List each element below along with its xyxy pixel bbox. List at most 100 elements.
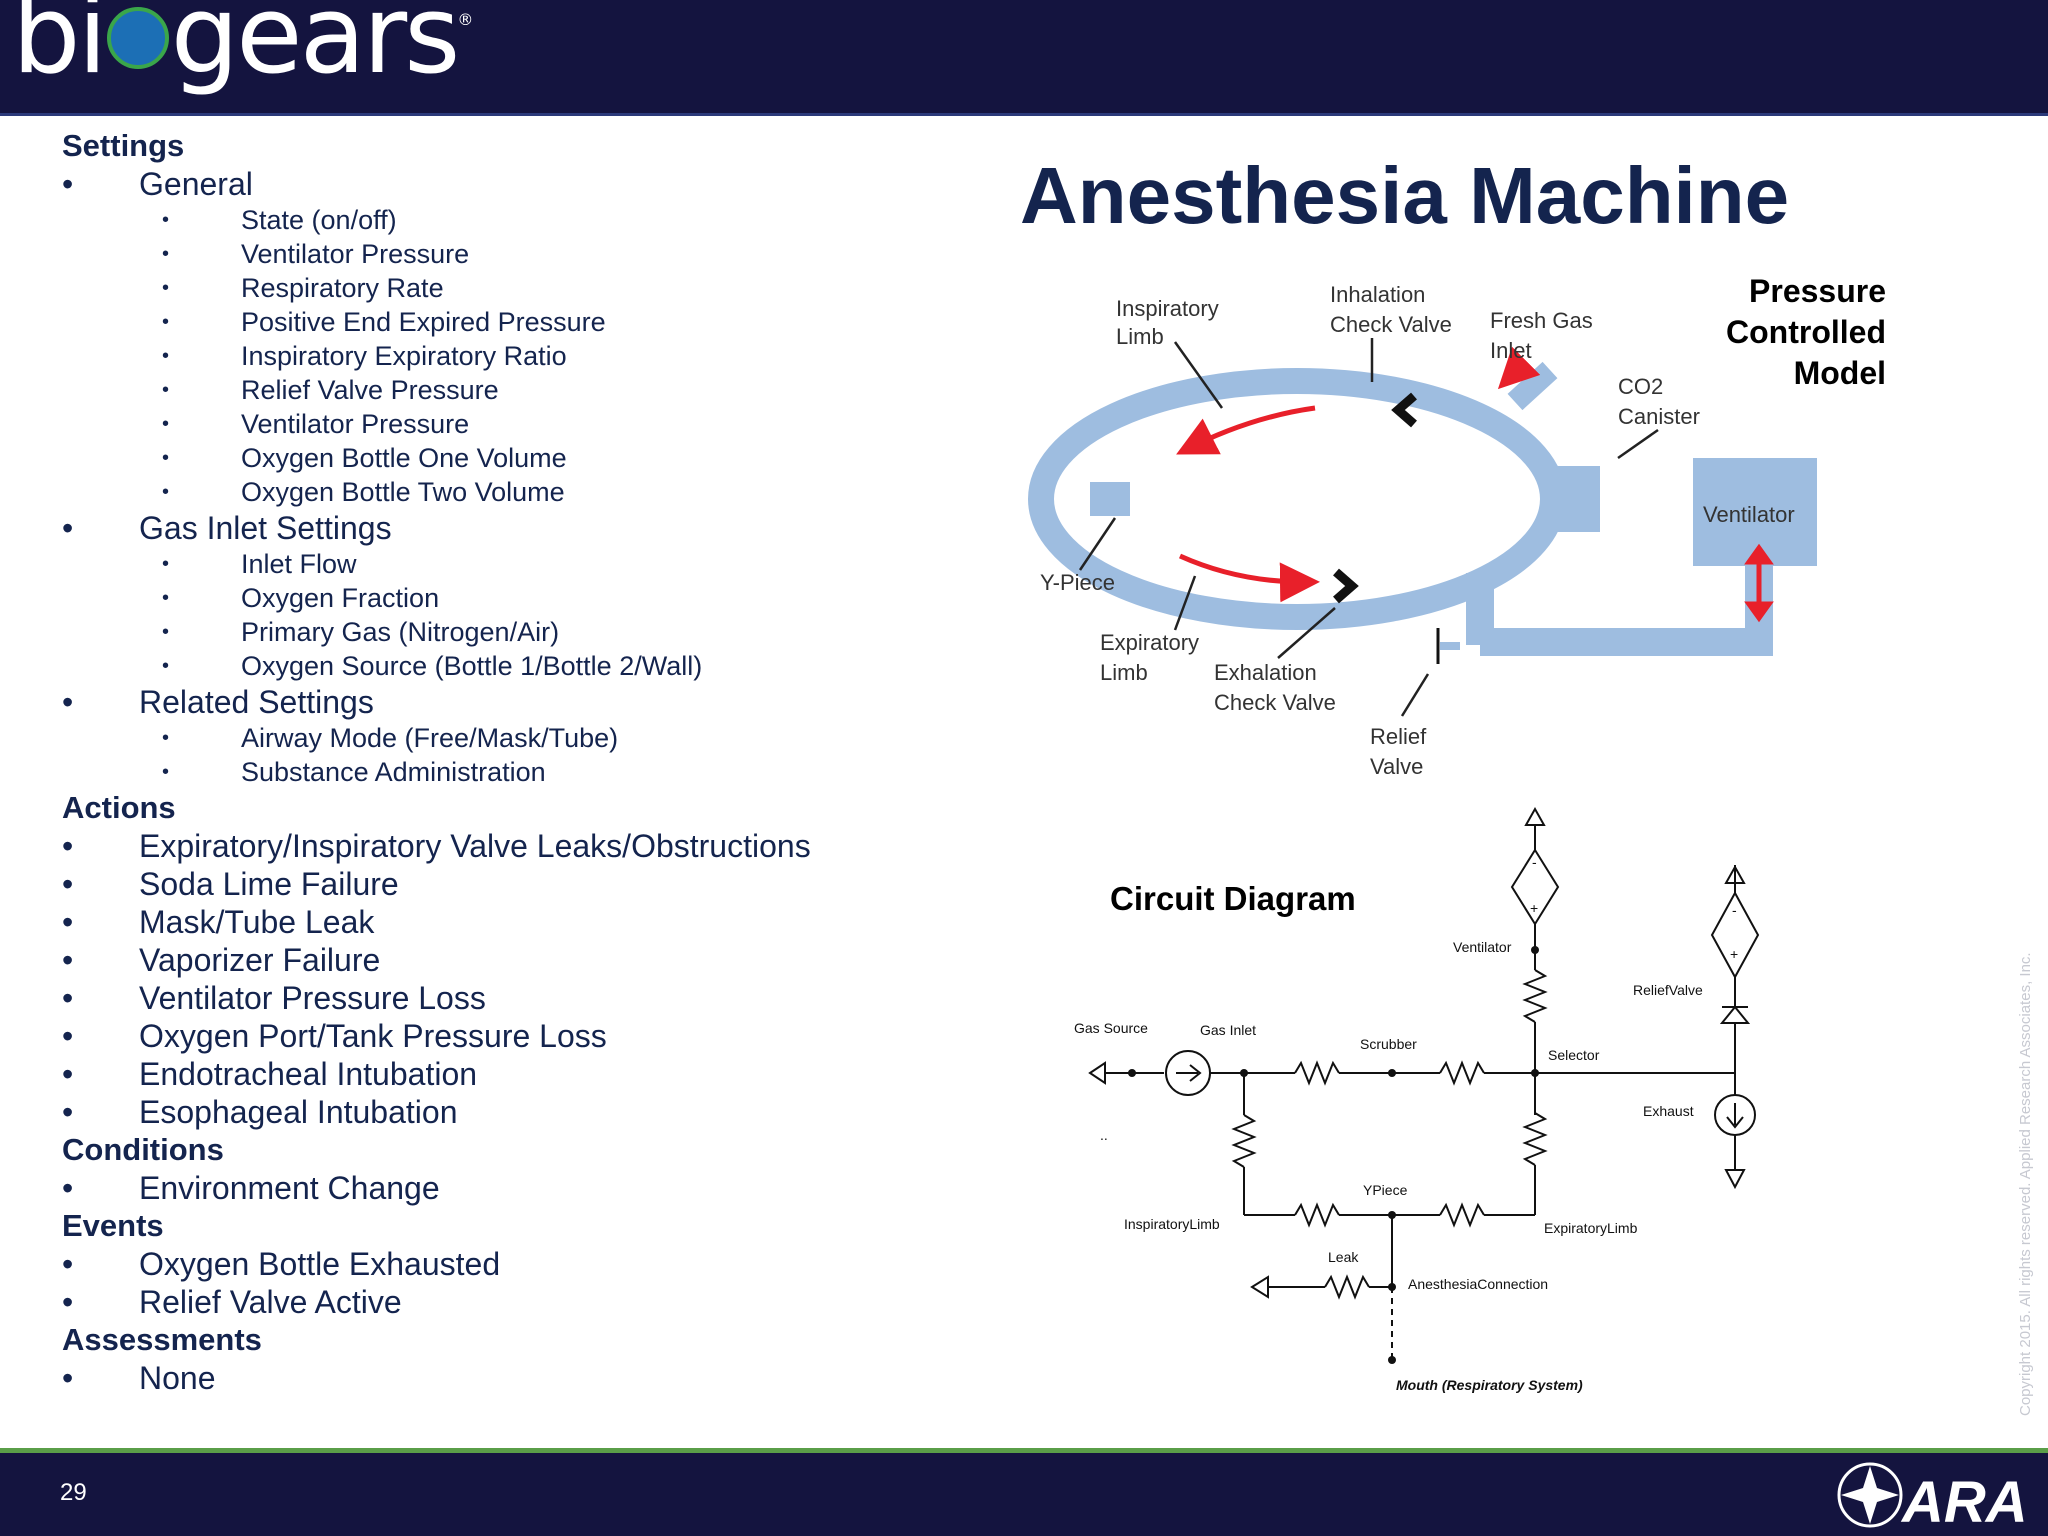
outline-subitem: •Oxygen Bottle One Volume [62, 441, 962, 475]
scrubber-resistor [1294, 1060, 1340, 1086]
bullet-icon: • [162, 447, 170, 469]
page-number: 29 [60, 1479, 87, 1506]
bullet-icon: • [62, 1360, 74, 1396]
bullet-icon: • [162, 413, 170, 435]
outline-item: • Oxygen Bottle Exhausted [62, 1245, 962, 1283]
relief-diode-icon [1719, 1005, 1751, 1024]
label-expiratory-limb: Expiratory [1100, 630, 1199, 655]
outline-item-text: Esophageal Intubation [139, 1094, 458, 1130]
flow-arrow-icon [1176, 405, 1316, 455]
bullet-icon: • [162, 209, 170, 231]
outline-item: •Relief Valve Active [62, 1283, 962, 1321]
circuit-label-mouth: Mouth (Respiratory System) [1396, 1377, 1583, 1393]
bullet-icon: • [62, 684, 74, 720]
compass-icon [1837, 1462, 1903, 1528]
outline-item: • Esophageal Intubation [62, 1093, 962, 1131]
label-inspiratory-limb: Inspiratory [1116, 296, 1219, 321]
label-fresh-gas-inlet: Inlet [1490, 338, 1532, 363]
outline-item-text: Expiratory/Inspiratory Valve Leaks/Obstr… [139, 828, 811, 864]
label-exhalation-check-valve: Check Valve [1214, 690, 1336, 715]
model-label: Pressure Controlled Model [1726, 271, 1886, 394]
logo-text-bi: bi [12, 0, 108, 98]
outline-subitem: •Primary Gas (Nitrogen/Air) [62, 615, 962, 649]
source-sign: - [1532, 854, 1537, 870]
ara-logo-text: ARA [1900, 1470, 2028, 1532]
bullet-icon: • [62, 1246, 74, 1282]
bullet-icon: • [62, 866, 74, 902]
outline-item: •Soda Lime Failure [62, 865, 962, 903]
fresh-gas-tube [1507, 361, 1558, 411]
leader-line [1173, 575, 1197, 631]
outline-item-text: Environment Change [139, 1170, 440, 1206]
outline-subitem: •Positive End Expired Pressure [62, 305, 962, 339]
circuit-label-inspiratory-limb: InspiratoryLimb [1124, 1216, 1220, 1232]
outline-subitem: •Inspiratory Expiratory Ratio [62, 339, 962, 373]
ventilator-arrow-head-icon [1744, 543, 1774, 565]
node-dot [1388, 1356, 1396, 1364]
bullet-icon: • [162, 345, 170, 367]
model-label-line: Pressure [1749, 273, 1886, 309]
source-sign: + [1530, 900, 1538, 916]
circuit-label-exhaust: Exhaust [1643, 1103, 1694, 1119]
outline-item-text: None [139, 1360, 216, 1396]
logo-text-gears: gears [170, 0, 461, 98]
ventilator-triangle-icon [1524, 806, 1546, 826]
outline-subitem-text: Oxygen Bottle Two Volume [241, 477, 565, 507]
bullet-icon: • [62, 980, 74, 1016]
circuit-label-selector: Selector [1548, 1047, 1600, 1063]
y-piece-stub [1090, 482, 1130, 516]
bullet-icon: • [162, 311, 170, 333]
outline-subitem: •Respiratory Rate [62, 271, 962, 305]
outline-item: • Ventilator Pressure Loss [62, 979, 962, 1017]
label-inspiratory-limb: Limb [1116, 324, 1164, 349]
source-sign: + [1730, 946, 1738, 962]
flow-arrow-icon [1178, 553, 1320, 603]
outline-item-text: Ventilator Pressure Loss [139, 980, 486, 1016]
circuit-label-y-piece: YPiece [1363, 1182, 1408, 1198]
section-heading-assessments: Assessments [62, 1322, 262, 1357]
circuit-label-scrubber: Scrubber [1360, 1036, 1417, 1052]
label-relief-valve: Valve [1370, 754, 1423, 779]
inspiratory-limb-resistor [1294, 1202, 1340, 1228]
node-dot [1531, 946, 1539, 954]
circuit-label-anesthesia-connection: AnesthesiaConnection [1408, 1276, 1548, 1292]
outline-item-text: Oxygen Bottle Exhausted [139, 1246, 501, 1282]
machine-diagram: Inspiratory Limb Inhalation Check Valve … [1028, 282, 1817, 779]
bullet-icon: • [62, 1094, 74, 1130]
outline-subitem-text: Respiratory Rate [241, 273, 444, 303]
outline-item-text: Mask/Tube Leak [139, 904, 375, 940]
node-dot [1388, 1283, 1396, 1291]
circuit-label-leak: Leak [1328, 1249, 1359, 1265]
leader-line [1400, 673, 1430, 717]
bullet-icon: • [62, 904, 74, 940]
flow-arrow-icon [1497, 346, 1541, 390]
outline-item: •Endotracheal Intubation [62, 1055, 962, 1093]
node-dot [1531, 1069, 1539, 1077]
circuit-label-relief-valve: ReliefValve [1633, 982, 1703, 998]
outline-item: • None [62, 1359, 962, 1397]
outline-item: •Environment Change [62, 1169, 962, 1207]
bullet-icon: • [162, 379, 170, 401]
scrubber-resistor [1439, 1060, 1485, 1086]
bullet-icon: • [62, 166, 74, 202]
circuit-label-gas-source: Gas Source [1074, 1020, 1148, 1036]
compass-star-icon [1841, 1466, 1899, 1524]
outline-subitem: • Ventilator Pressure [62, 407, 962, 441]
section-heading-events: Events [62, 1208, 164, 1243]
leader-line [1277, 607, 1336, 659]
leader-line [1173, 341, 1224, 409]
outline-subitem-text: Oxygen Fraction [241, 583, 440, 613]
node-dot [1240, 1069, 1248, 1077]
section-heading-actions: Actions [62, 790, 176, 825]
bullet-icon: • [62, 1056, 74, 1092]
model-label-line: Controlled [1726, 314, 1886, 350]
bullet-icon: • [62, 942, 74, 978]
outline-subitem-text: Ventilator Pressure [241, 409, 470, 439]
outline-item: •Related Settings [62, 683, 962, 721]
exhaust-arrow-icon [1726, 1103, 1744, 1129]
gas-source-triangle-icon [1088, 1061, 1106, 1085]
circuit-label-stray: .. [1100, 1127, 1108, 1143]
outline-subitem: •State (on/off) [62, 203, 962, 237]
outline-subitem-text: Oxygen Source (Bottle 1/Bottle 2/Wall) [241, 651, 703, 681]
